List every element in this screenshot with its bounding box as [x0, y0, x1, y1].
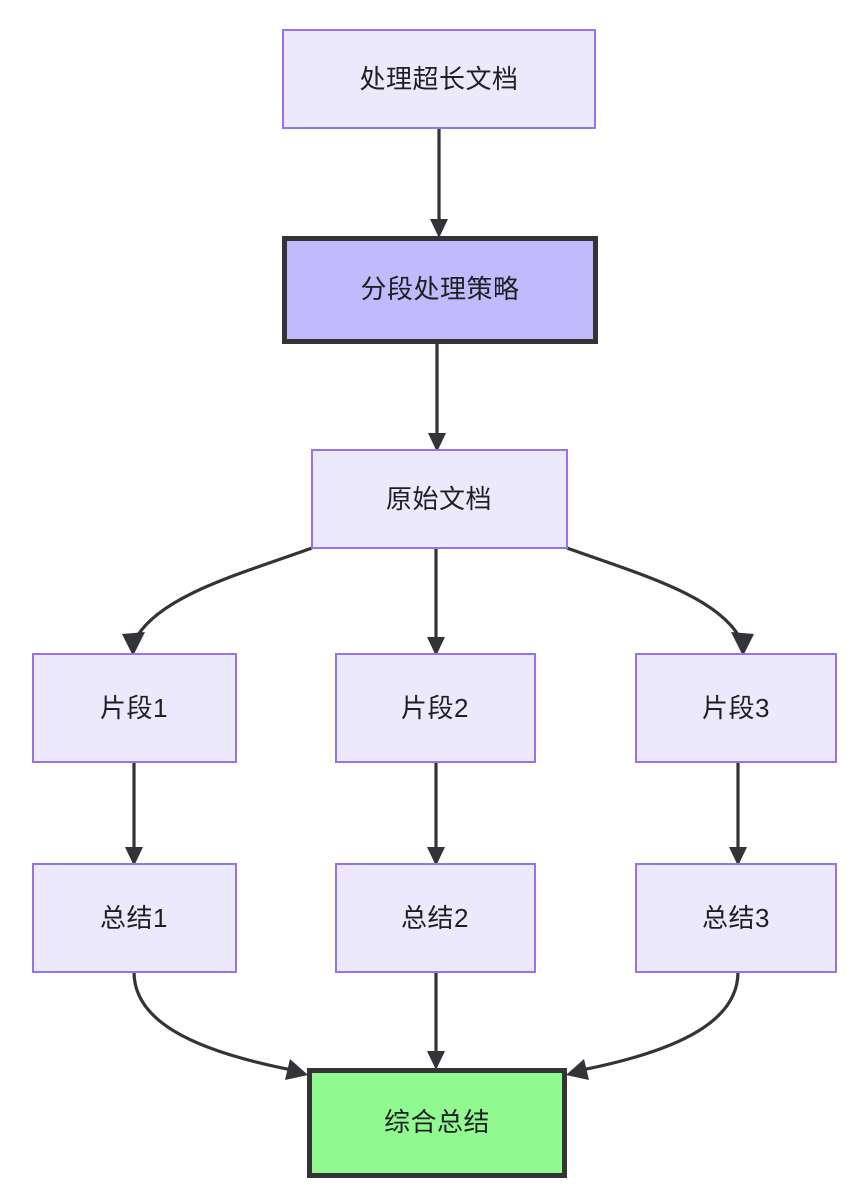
edge-source-doc-to-fragment-3 [566, 546, 754, 656]
node-fragment-3[interactable]: 片段3 [635, 653, 837, 763]
node-summary-1[interactable]: 总结1 [32, 863, 237, 973]
node-source-doc[interactable]: 原始文档 [311, 449, 568, 549]
node-summary-3[interactable]: 总结3 [635, 863, 837, 973]
node-source-doc-label: 原始文档 [386, 484, 492, 514]
node-chunk-strategy-label: 分段处理策略 [360, 274, 519, 304]
edge-summary-2-to-final-summary [427, 972, 445, 1070]
node-fragment-3-label: 片段3 [702, 693, 770, 723]
node-final-summary-shape[interactable] [307, 1068, 567, 1178]
node-fragment-3-shape[interactable] [635, 653, 837, 763]
node-chunk-strategy[interactable]: 分段处理策略 [282, 236, 598, 344]
node-summary-3-label: 总结3 [702, 903, 770, 933]
node-summary-2-label: 总结2 [401, 903, 469, 933]
node-summary-3-shape[interactable] [635, 863, 837, 973]
edge-process-long-doc-to-chunk-strategy [430, 128, 448, 238]
node-fragment-1[interactable]: 片段1 [32, 653, 237, 763]
node-fragment-1-shape[interactable] [32, 653, 237, 763]
node-process-long-doc[interactable]: 处理超长文档 [282, 29, 596, 129]
edge-fragment-3-to-summary-3 [729, 762, 747, 866]
node-chunk-strategy-shape[interactable] [282, 236, 598, 344]
edge-fragment-1-to-summary-1 [125, 762, 143, 866]
edge-chunk-strategy-to-source-doc [428, 344, 446, 452]
edge-layer [122, 128, 754, 1080]
node-fragment-2[interactable]: 片段2 [335, 653, 536, 763]
edge-summary-1-to-final-summary [132, 971, 308, 1080]
node-process-long-doc-label: 处理超长文档 [359, 64, 518, 94]
node-summary-2-shape[interactable] [335, 863, 536, 973]
edge-fragment-2-to-summary-2 [427, 762, 445, 866]
node-layer: 处理超长文档 分段处理策略 原始文档 片段1 片段2 [32, 29, 837, 1178]
node-summary-1-shape[interactable] [32, 863, 237, 973]
node-summary-2[interactable]: 总结2 [335, 863, 536, 973]
node-fragment-1-label: 片段1 [100, 693, 168, 723]
node-final-summary[interactable]: 综合总结 [307, 1068, 567, 1178]
node-fragment-2-shape[interactable] [335, 653, 536, 763]
node-final-summary-label: 综合总结 [384, 1107, 490, 1137]
node-process-long-doc-shape[interactable] [282, 29, 596, 129]
edge-source-doc-to-fragment-2 [427, 548, 445, 656]
edge-summary-3-to-final-summary [566, 971, 740, 1080]
node-source-doc-shape[interactable] [311, 449, 568, 549]
node-fragment-2-label: 片段2 [401, 693, 469, 723]
edge-source-doc-to-fragment-1 [122, 546, 313, 656]
node-summary-1-label: 总结1 [100, 903, 168, 933]
